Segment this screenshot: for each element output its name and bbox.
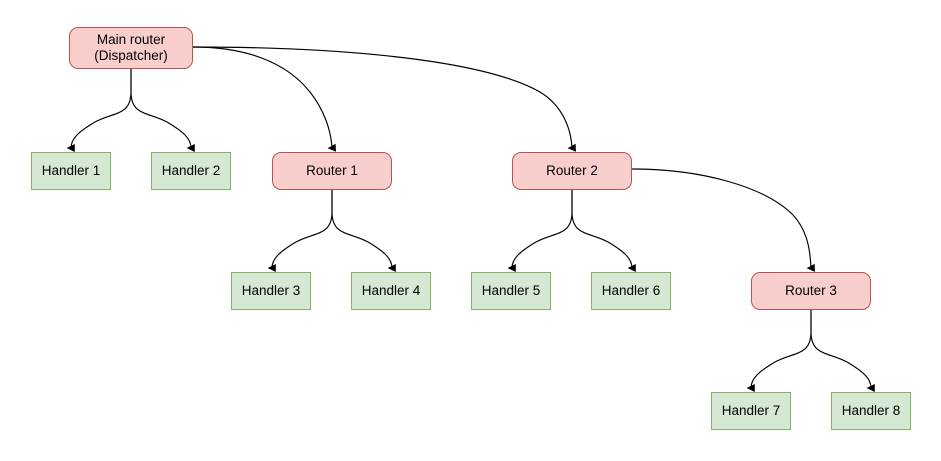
- node-label-handler-7: Handler 7: [721, 403, 781, 419]
- node-label-handler-3: Handler 3: [241, 283, 301, 299]
- edge-main-to-handler-1: [66, 68, 132, 153]
- node-main-router[interactable]: Main router (Dispatcher): [69, 27, 193, 69]
- edge-router-2-to-handler-6: [571, 189, 636, 272]
- node-label-handler-5: Handler 5: [481, 283, 541, 299]
- node-label-router-2: Router 2: [546, 163, 598, 179]
- node-label-handler-2: Handler 2: [161, 163, 221, 179]
- node-label-router-3: Router 3: [785, 283, 837, 299]
- node-label-handler-4: Handler 4: [361, 283, 421, 299]
- node-router-2[interactable]: Router 2: [512, 152, 632, 190]
- edge-router-1-to-handler-4: [331, 189, 396, 272]
- node-label-main-router: Main router (Dispatcher): [94, 32, 168, 63]
- node-label-handler-6: Handler 6: [601, 283, 661, 299]
- node-label-router-1: Router 1: [306, 163, 358, 179]
- node-handler-2[interactable]: Handler 2: [151, 152, 231, 190]
- node-handler-5[interactable]: Handler 5: [471, 272, 551, 310]
- node-handler-1[interactable]: Handler 1: [31, 152, 111, 190]
- node-handler-8[interactable]: Handler 8: [831, 392, 911, 430]
- node-router-3[interactable]: Router 3: [751, 272, 871, 310]
- edge-router-3-to-handler-8: [810, 309, 875, 392]
- edge-main-to-router-2: [192, 46, 577, 152]
- edge-router-2-to-handler-5: [507, 189, 573, 273]
- node-label-handler-8: Handler 8: [841, 403, 901, 419]
- edge-router-3-to-handler-7: [746, 309, 812, 393]
- edge-main-to-router-1: [192, 46, 337, 152]
- node-handler-6[interactable]: Handler 6: [591, 272, 671, 310]
- edge-router-2-to-router-3: [631, 168, 815, 272]
- node-label-handler-1: Handler 1: [41, 163, 101, 179]
- node-handler-3[interactable]: Handler 3: [231, 272, 311, 310]
- node-handler-4[interactable]: Handler 4: [351, 272, 431, 310]
- edge-main-to-handler-2: [130, 68, 195, 152]
- node-router-1[interactable]: Router 1: [272, 152, 392, 190]
- edge-paths: [66, 46, 875, 393]
- edge-router-1-to-handler-3: [267, 189, 333, 273]
- node-handler-7[interactable]: Handler 7: [711, 392, 791, 430]
